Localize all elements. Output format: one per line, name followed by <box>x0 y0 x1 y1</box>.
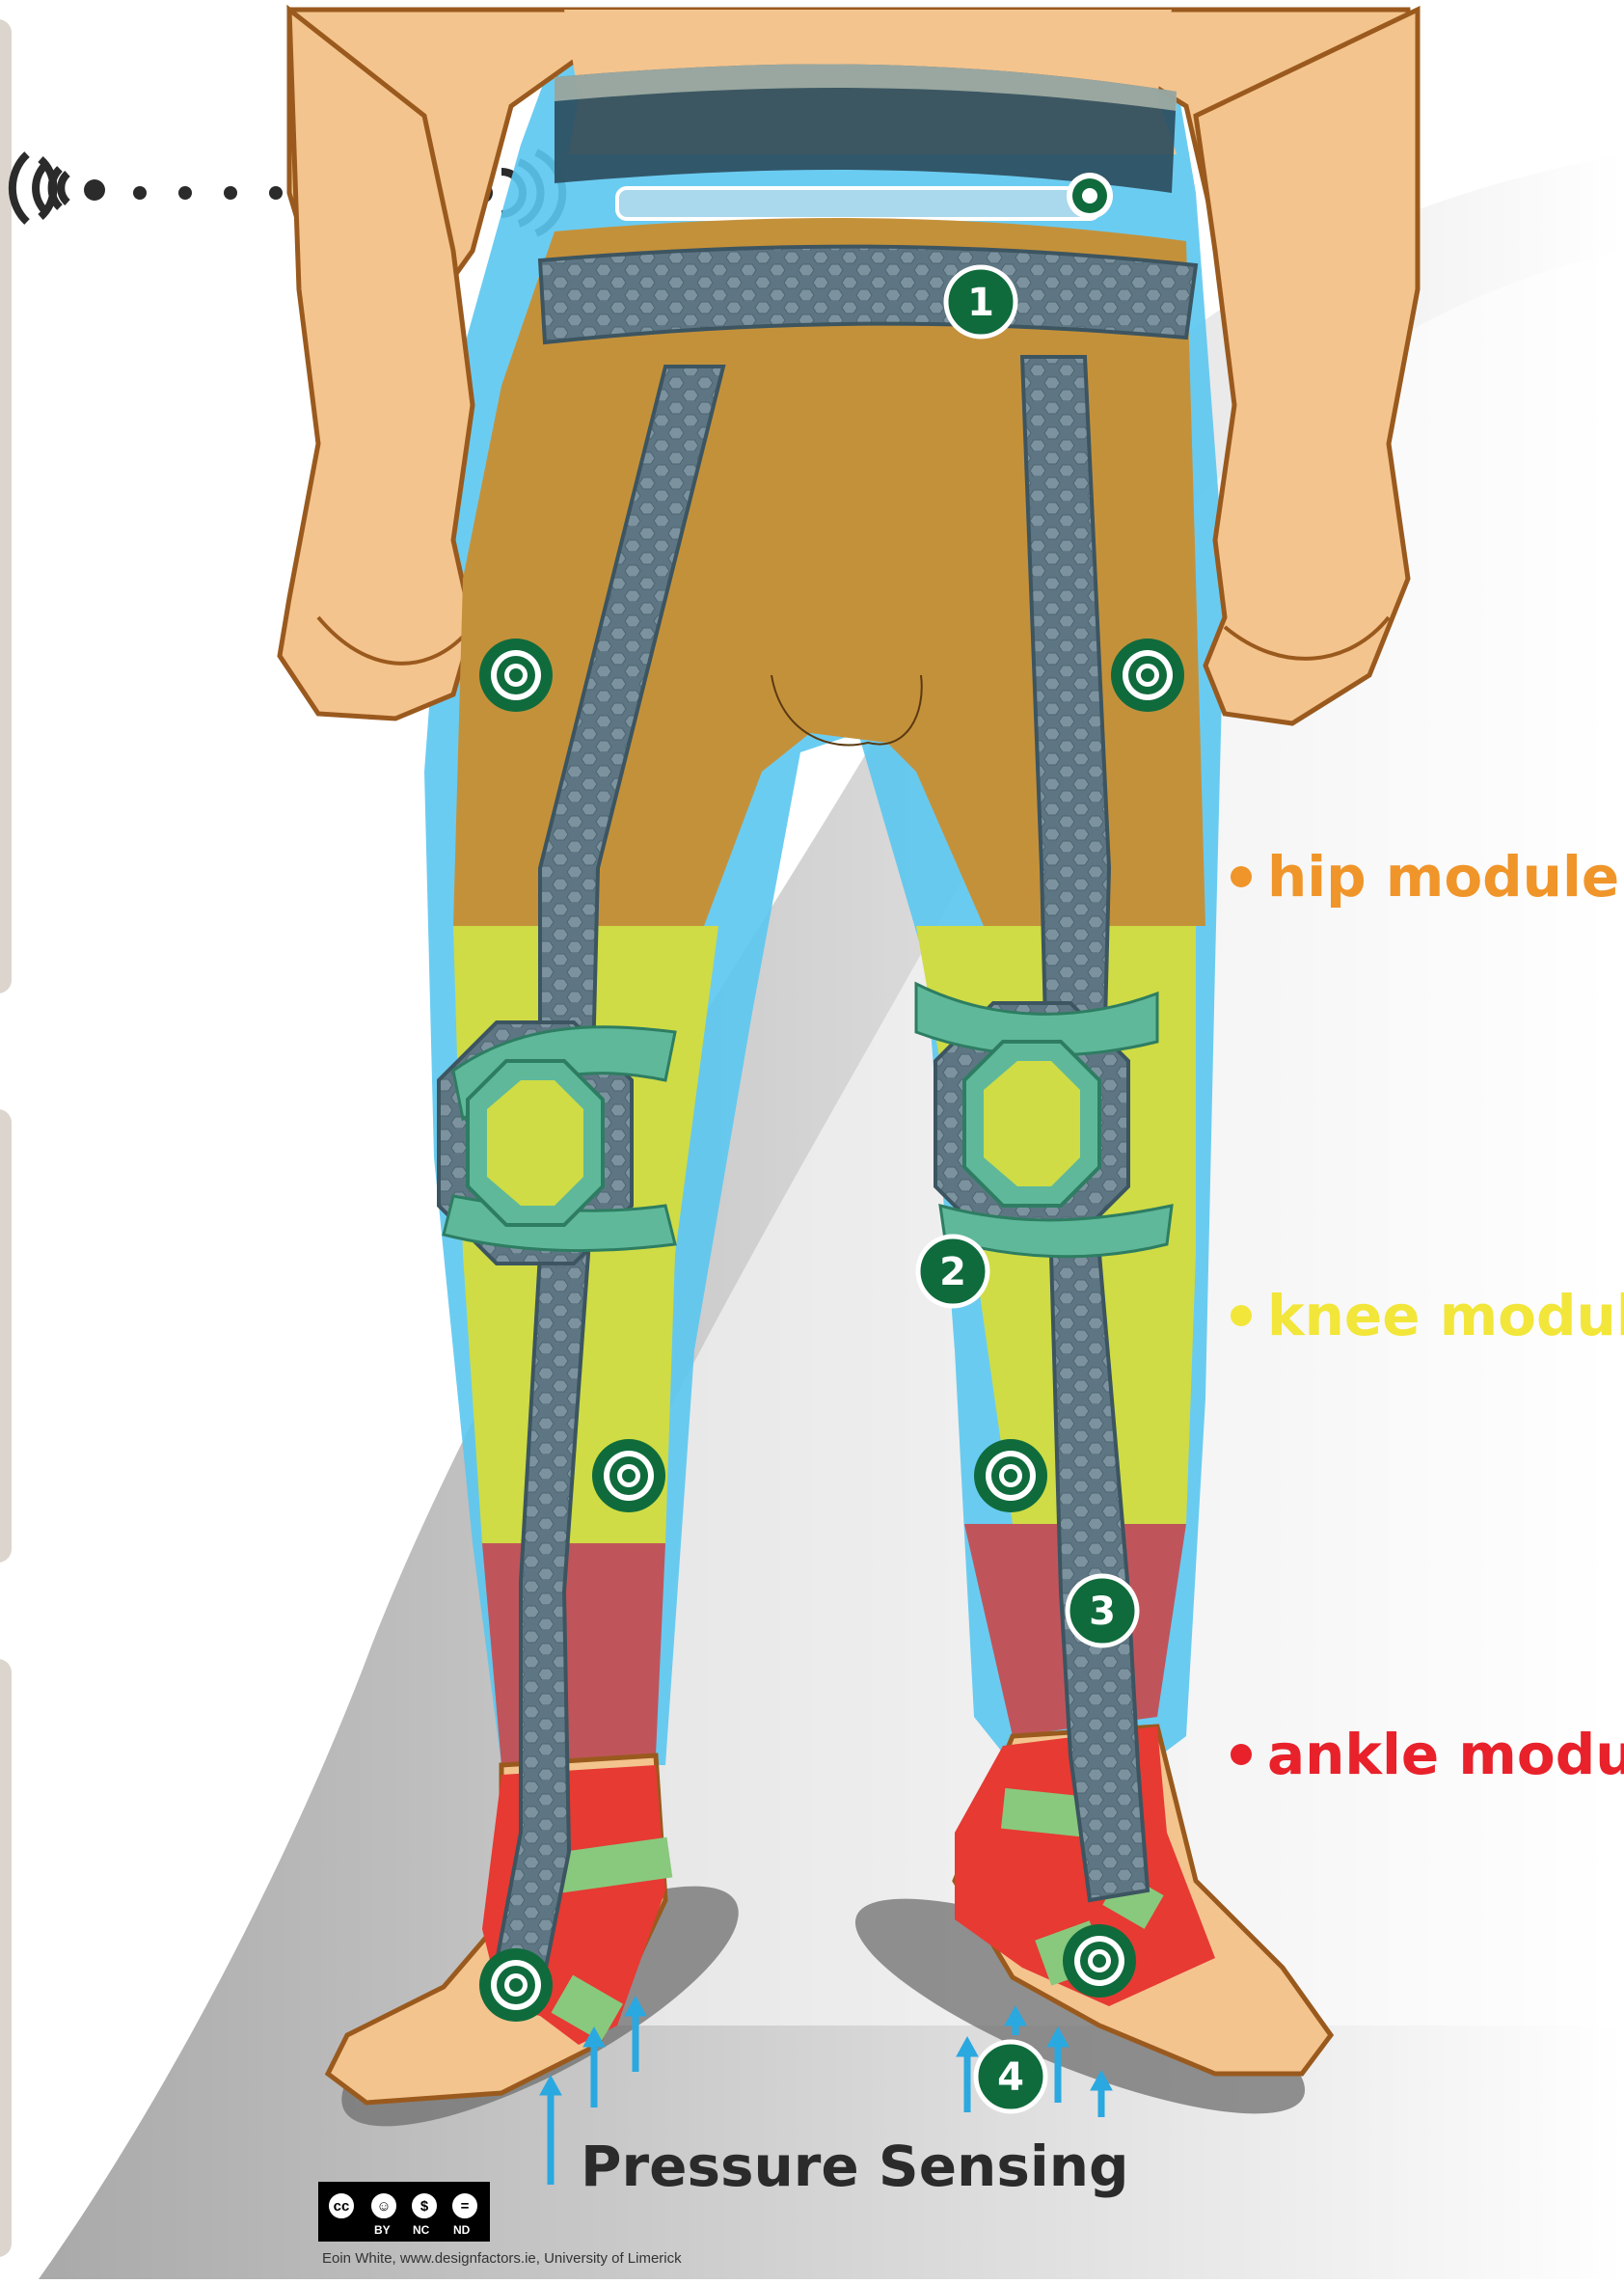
ankle-module-text: ankle module <box>1267 1722 1624 1787</box>
creative-commons-badge: cc ☺ $ = BY NC ND <box>318 2182 490 2242</box>
hip-module-label: hip module <box>1231 849 1619 905</box>
sensor-target-icon <box>592 1439 665 1512</box>
sensor-target-icon <box>1063 1924 1136 1998</box>
hip-module-text: hip module <box>1267 844 1619 910</box>
sensor-target-icon <box>479 639 553 712</box>
right-arm <box>1196 10 1418 723</box>
marker-2-label: 2 <box>939 1250 966 1294</box>
hip-module-dot <box>1231 866 1252 887</box>
credit-text: Eoin White, www.designfactors.ie, Univer… <box>322 2250 682 2267</box>
knee-module-text: knee module <box>1267 1283 1624 1348</box>
cc-nc-text: NC <box>413 2223 429 2237</box>
marker-3-label: 3 <box>1089 1590 1116 1634</box>
sensor-target-icon <box>1067 173 1113 219</box>
noncommercial-icon: $ <box>409 2190 440 2221</box>
noderivatives-icon: = <box>449 2190 480 2221</box>
pressure-sensing-label: Pressure Sensing <box>581 2134 1129 2199</box>
ankle-module-dot <box>1231 1744 1252 1765</box>
marker-1: 1 <box>946 267 1015 337</box>
marker-1-label: 1 <box>967 281 994 325</box>
attribution-icon: ☺ <box>368 2190 399 2221</box>
cc-icon: cc <box>326 2190 357 2221</box>
marker-3: 3 <box>1068 1576 1137 1645</box>
sensor-target-icon <box>974 1439 1047 1512</box>
sensor-target-icon <box>1111 639 1184 712</box>
cc-by-text: BY <box>374 2223 391 2237</box>
left-panel-edges <box>0 19 12 2257</box>
cc-nd-text: ND <box>453 2223 470 2237</box>
knee-module-label: knee module <box>1231 1288 1624 1344</box>
marker-4: 4 <box>976 2042 1045 2111</box>
sensor-target-icon <box>479 1948 553 2022</box>
marker-2: 2 <box>918 1237 988 1306</box>
marker-4-label: 4 <box>997 2055 1024 2100</box>
ankle-module-label: ankle module <box>1231 1727 1624 1782</box>
knee-module-dot <box>1231 1305 1252 1326</box>
